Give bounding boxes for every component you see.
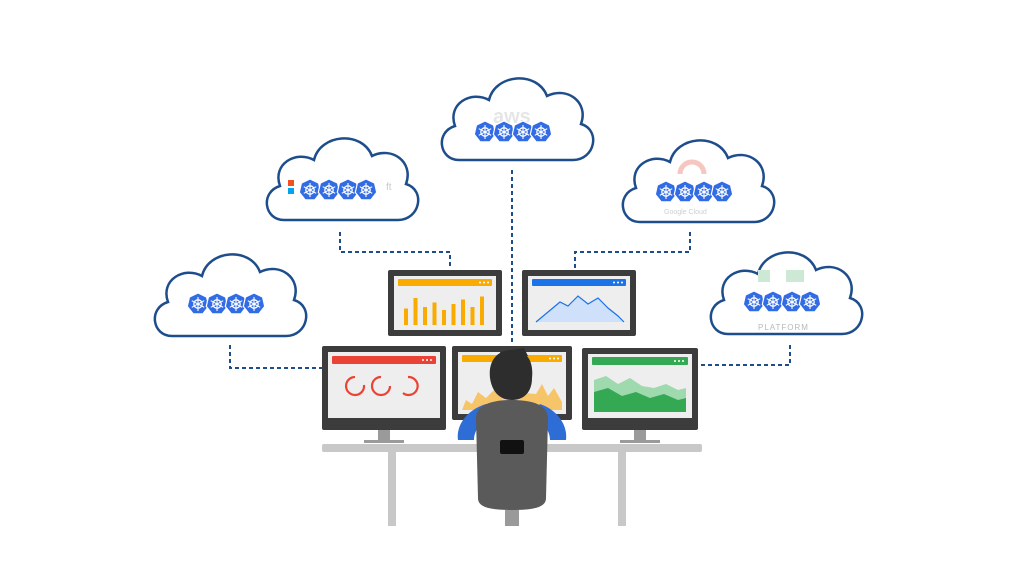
monitor-top-right [522,270,636,336]
bar-3 [423,307,427,325]
connectors [229,170,791,369]
chair [476,400,548,510]
donut-chart-1 [344,375,366,397]
monitor-top-left [388,270,502,336]
cloud-upper-right-google: Google Cloud [621,139,776,224]
connector-right [698,345,791,366]
bar-9 [480,296,484,325]
bar-2 [413,298,418,325]
bar-8 [470,307,475,325]
monitor-bottom-right [582,348,698,443]
cloud-right-platform: PLATFORM [709,251,864,336]
monitor-bottom-left [322,346,446,443]
donut-chart-3 [402,375,419,397]
connector-left [229,345,322,369]
connector-upper-right [574,232,691,268]
donut-chart-2 [370,375,392,397]
cloud-left [153,253,308,338]
bar-chart [404,296,484,325]
cloud-top-aws: aws [440,77,595,162]
cloud-upper-left: ft [265,137,420,222]
connector-upper-left [339,232,451,268]
person-at-desk [457,348,567,526]
line-chart-line [535,295,625,323]
bar-7 [461,299,465,325]
bar-1 [404,308,408,325]
person-head [489,350,533,400]
bar-4 [432,302,437,325]
bar-5 [442,310,446,325]
platform-label: PLATFORM [758,323,809,332]
bar-6 [451,304,456,325]
svg-text:ft: ft [386,182,392,193]
svg-text:Google Cloud: Google Cloud [664,209,707,216]
area-chart-green-front [594,388,686,412]
